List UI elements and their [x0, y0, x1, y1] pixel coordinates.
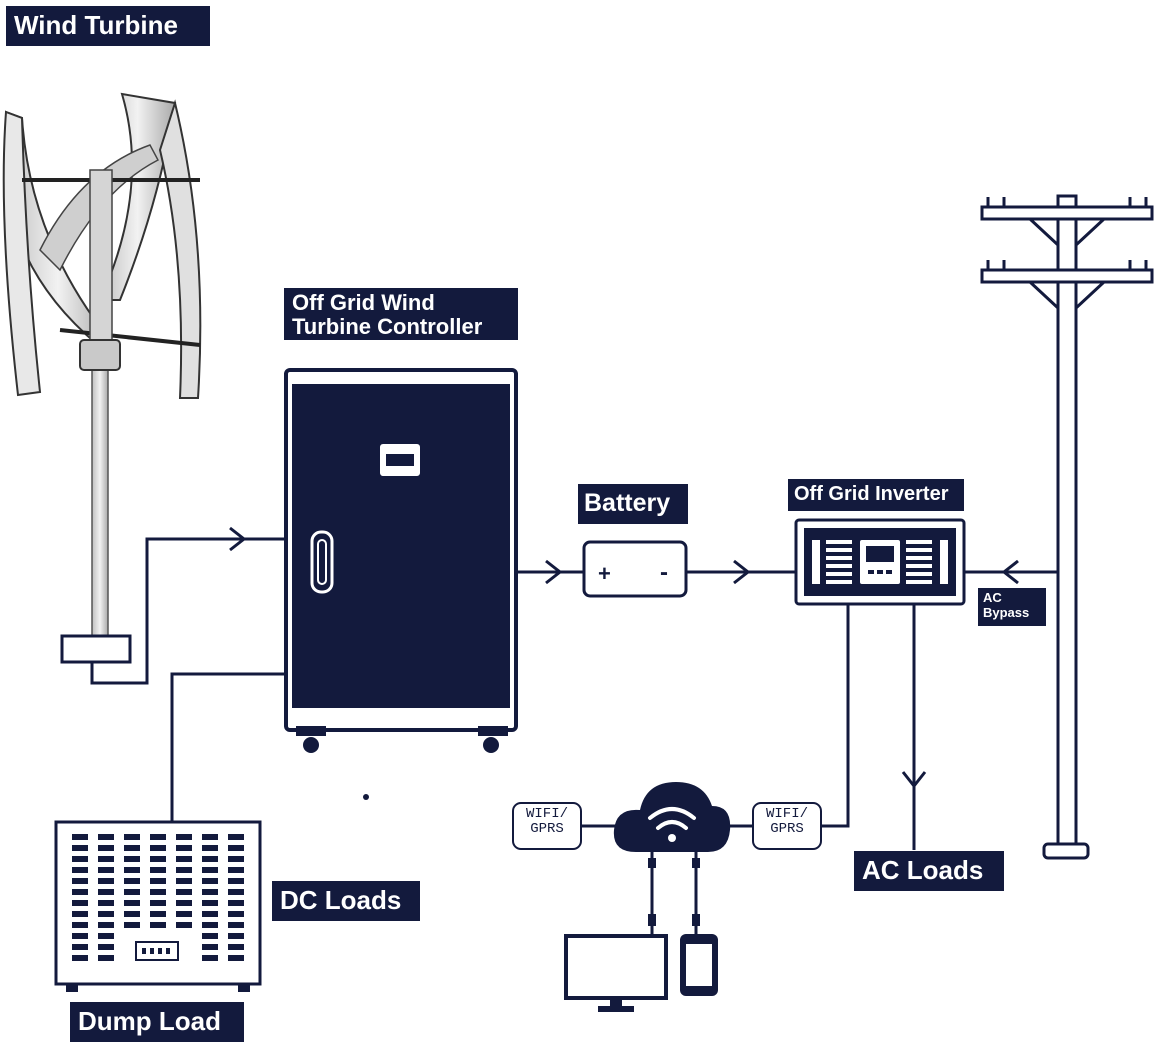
battery-label: Battery [578, 484, 688, 524]
inverter-label: Off Grid Inverter [788, 479, 964, 511]
monitor-icon [564, 934, 668, 1012]
wires [90, 526, 1058, 935]
battery-positive: + [598, 561, 611, 586]
inverter-icon [794, 518, 966, 606]
utility-pole-icon [980, 194, 1154, 860]
wind-turbine-icon [2, 92, 202, 664]
ac-bypass-label: AC Bypass [978, 588, 1046, 626]
ac-loads-label: AC Loads [854, 851, 1004, 891]
battery-icon: + - [582, 540, 688, 598]
battery-negative: - [660, 559, 668, 586]
wind-turbine-label: Wind Turbine [6, 6, 210, 46]
cloud-wifi-icon [613, 782, 731, 926]
dc-loads-label: DC Loads [272, 881, 420, 921]
controller-cabinet-icon [284, 368, 518, 753]
wifi-gprs-right: WIFI/ GPRS [752, 802, 822, 850]
controller-label: Off Grid Wind Turbine Controller [284, 288, 518, 340]
dump-load-label: Dump Load [70, 1002, 244, 1042]
wifi-gprs-left: WIFI/ GPRS [512, 802, 582, 850]
phone-icon [680, 934, 718, 996]
dot-marker [363, 794, 369, 800]
dump-load-icon [54, 820, 262, 992]
